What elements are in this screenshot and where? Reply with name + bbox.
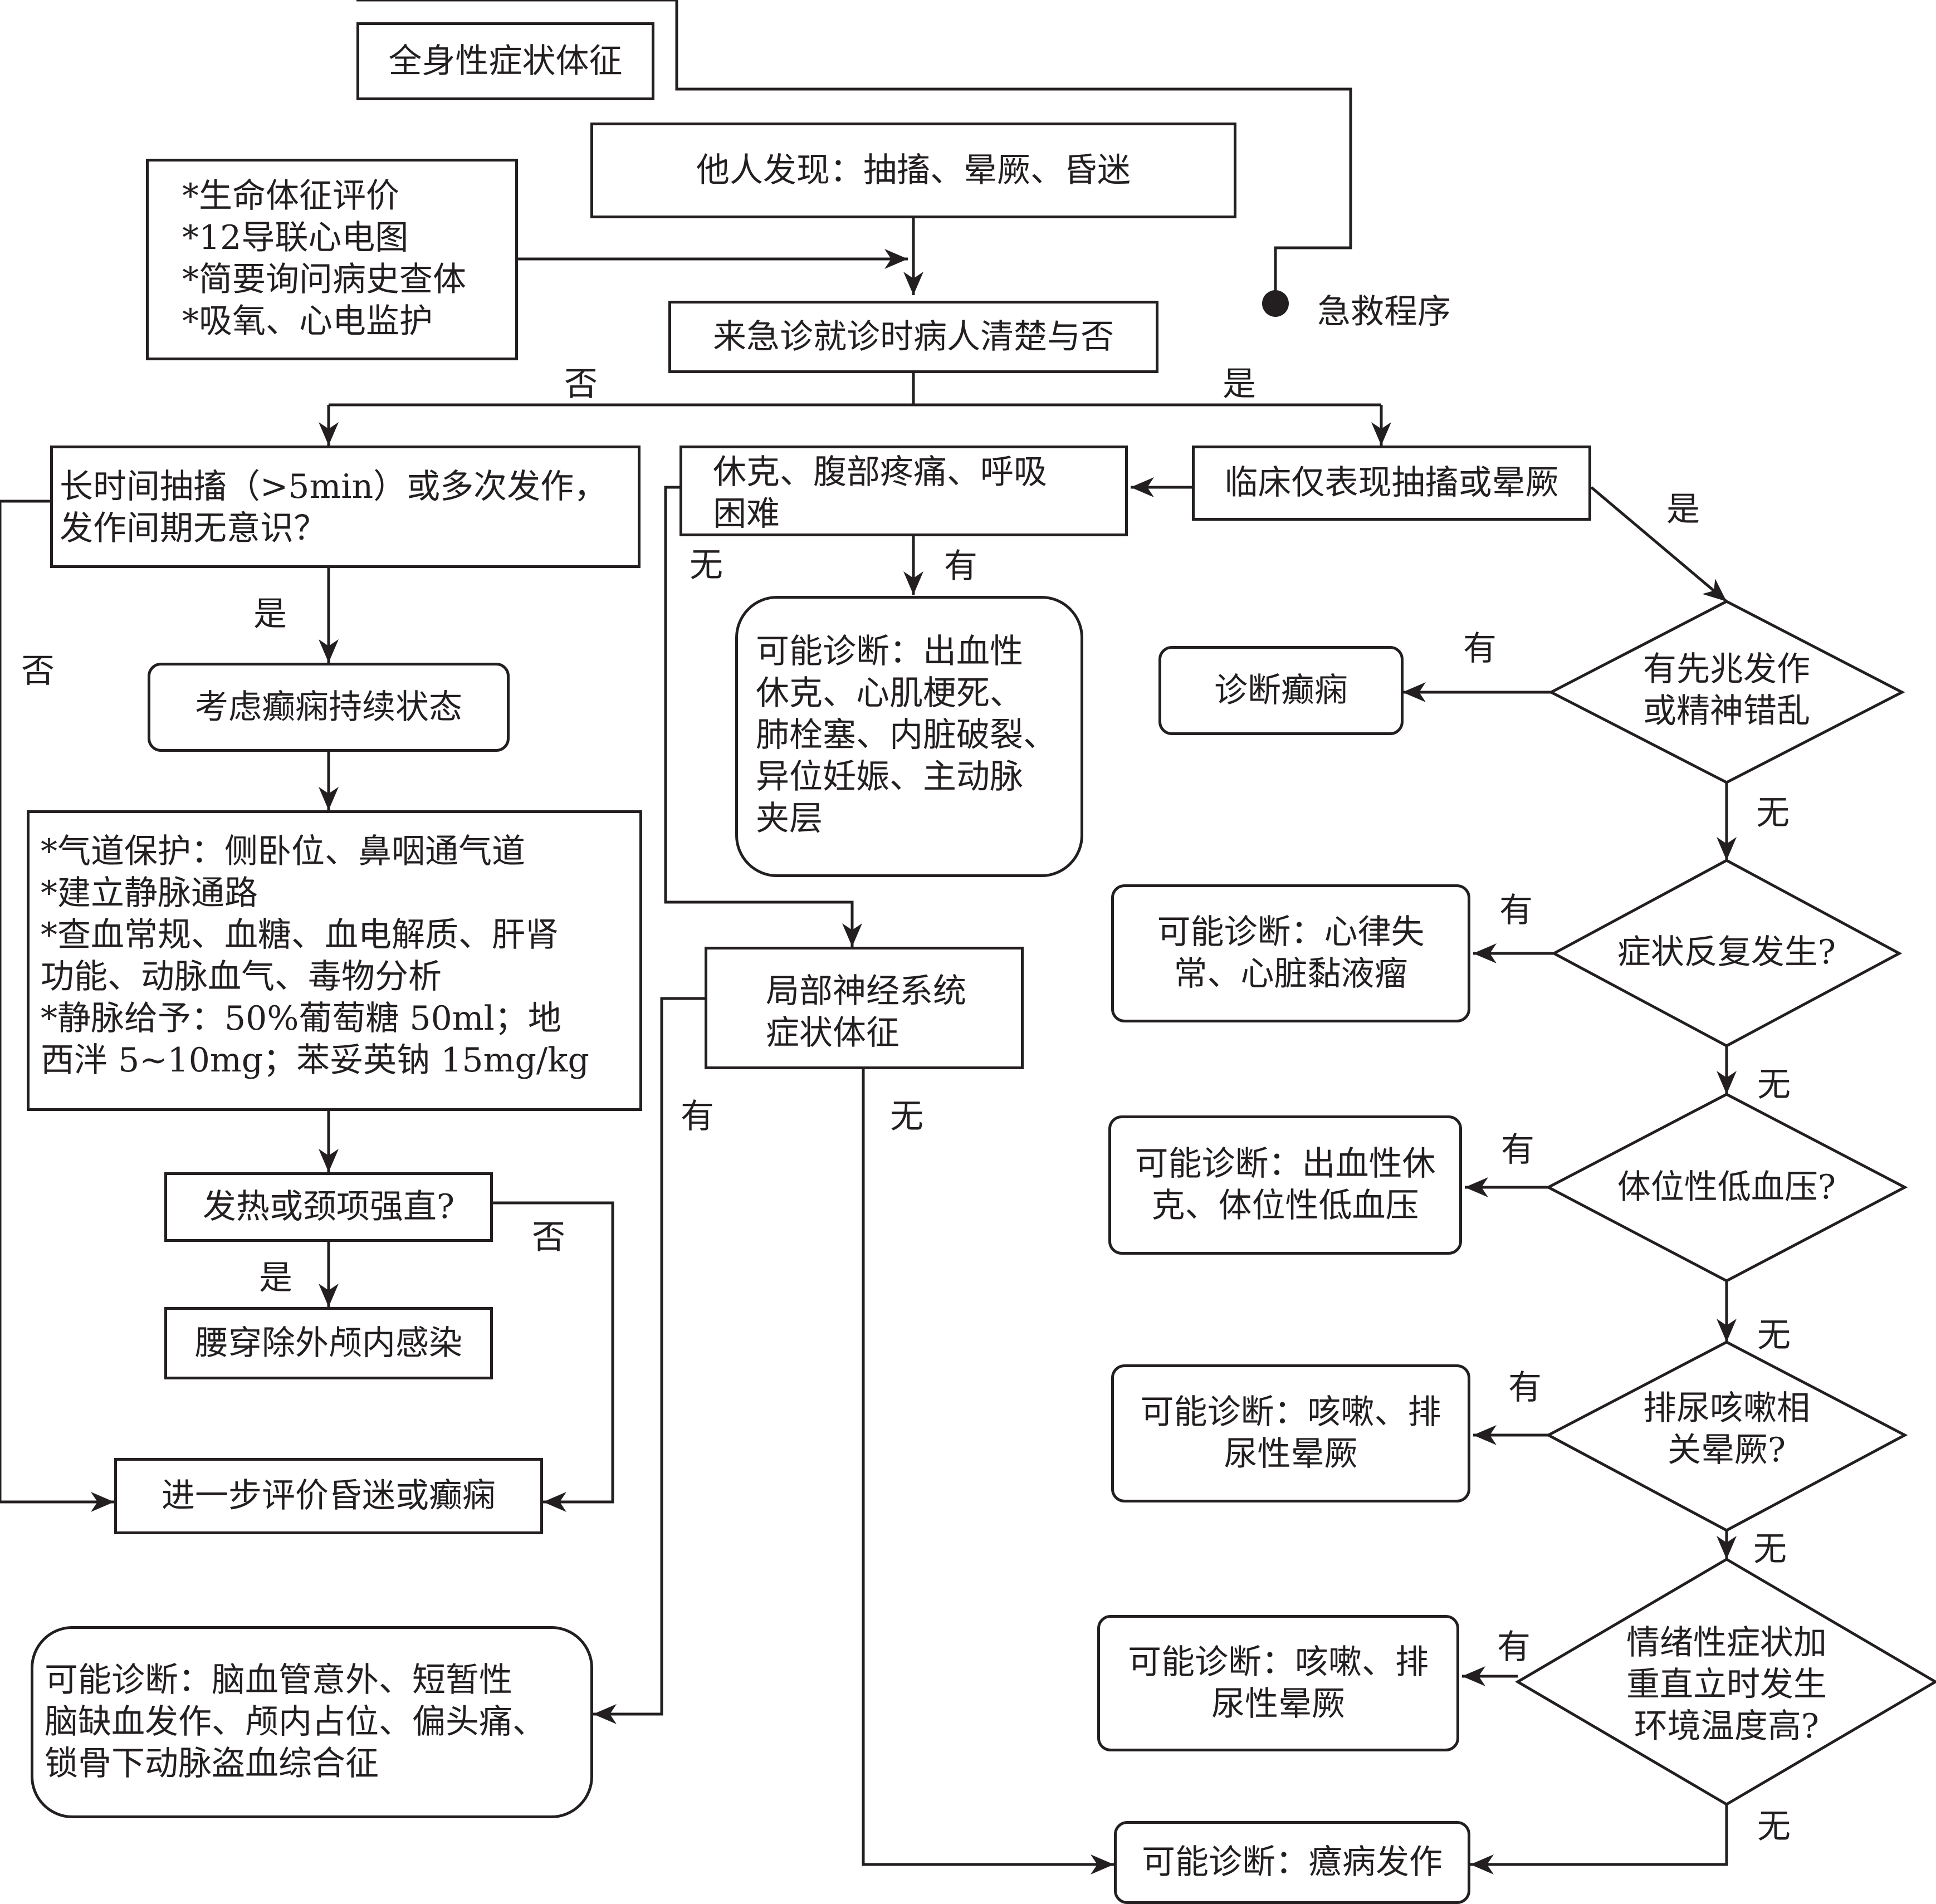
- connector-emotion-no: [1470, 1804, 1728, 1874]
- label-no-micturition: 无: [1753, 1530, 1787, 1569]
- label-no-emotion: 无: [1757, 1807, 1791, 1846]
- fever-neck-stiffness-box: 发热或颈项强直?: [164, 1172, 493, 1242]
- repeat-symptoms-question: 症状反复发生?: [1617, 932, 1836, 972]
- connector-focal-no: [862, 1069, 1114, 1874]
- label-yes-micturition: 有: [1508, 1368, 1542, 1407]
- emotion-diamond-shape: [1515, 1558, 1936, 1806]
- label-no-long-seizure: 否: [21, 652, 55, 691]
- airway-management-box: *气道保护：侧卧位、鼻咽通气道 *建立静脉通路 *查血常规、血糖、血电解质、肝肾…: [27, 810, 642, 1111]
- dx-hemorrhagic-shock-box: 可能诊断：出血性 休克、心肌梗死、 肺栓塞、内脏破裂、 异位妊娠、主动脉 夹层: [735, 596, 1083, 877]
- label-no-fever: 否: [532, 1218, 565, 1257]
- label-yes-focal: 有: [681, 1097, 714, 1136]
- connector-emergency: [356, 0, 1352, 298]
- orthostatic-hypotension-question: 体位性低血压?: [1617, 1167, 1836, 1207]
- emotional-trigger-question: 情绪性症状加 重直立时发生 环境温度高?: [1626, 1623, 1827, 1746]
- witness-finding-box: 他人发现：抽搐、晕厥、昏迷: [590, 123, 1236, 218]
- label-no-top: 否: [564, 365, 598, 404]
- consciousness-check-box: 来急诊就诊时病人清楚与否: [668, 301, 1158, 373]
- label-no-shock: 无: [690, 546, 723, 585]
- label-yes-fever: 是: [259, 1259, 292, 1298]
- dx-epilepsy-box: 诊断癫痫: [1158, 646, 1404, 735]
- connector-fever-no: [493, 1201, 614, 1512]
- repeat-diamond-shape: [1551, 859, 1903, 1048]
- dx-cough-micturition-box-1: 可能诊断：咳嗽、排 尿性晕厥: [1111, 1364, 1470, 1502]
- dx-arrhythmia-box: 可能诊断：心律失 常、心脏黏液瘤: [1111, 884, 1470, 1022]
- focal-neuro-signs-box: 局部神经系统 症状体征: [705, 947, 1024, 1069]
- label-no-posture: 无: [1757, 1316, 1791, 1355]
- emergency-procedure-label: 急救程序: [1317, 292, 1451, 331]
- dx-cough-micturition-box-2: 可能诊断：咳嗽、排 尿性晕厥: [1097, 1615, 1459, 1751]
- posture-diamond-shape: [1545, 1093, 1908, 1283]
- further-evaluation-box: 进一步评价昏迷或癫痫: [114, 1458, 543, 1534]
- aura-confusion-question: 有先兆发作 或精神错乱: [1643, 650, 1810, 731]
- label-no-aura: 无: [1756, 794, 1790, 833]
- dx-cerebrovascular-box: 可能诊断：脑血管意外、短暂性 脑缺血发作、颅内占位、偏头痛、 锁骨下动脉盗血综合…: [31, 1626, 593, 1818]
- label-yes-repeat: 有: [1499, 891, 1533, 930]
- lumbar-puncture-box: 腰穿除外颅内感染: [164, 1307, 493, 1379]
- mict-diamond-shape: [1545, 1340, 1908, 1532]
- label-no-repeat: 无: [1757, 1065, 1791, 1104]
- label-yes-posture: 有: [1501, 1130, 1534, 1169]
- long-seizure-question-box: 长时间抽搐（>5min）或多次发作， 发作间期无意识？: [50, 446, 641, 568]
- dx-orthostatic-box: 可能诊断：出血性休 克、体位性低血压: [1108, 1115, 1462, 1255]
- label-yes-long-seizure: 是: [253, 595, 287, 634]
- dx-hysteria-box: 可能诊断：癔病发作: [1114, 1821, 1470, 1904]
- label-yes-aura: 有: [1463, 629, 1497, 668]
- emergency-dot: [1262, 290, 1289, 317]
- aura-diamond-shape: [1548, 600, 1905, 784]
- connector-shock-no: [664, 486, 862, 947]
- systemic-symptoms-box: 全身性症状体征: [356, 22, 654, 100]
- clinical-seizure-syncope-box: 临床仅表现抽搐或晕厥: [1192, 446, 1591, 521]
- label-yes-top: 是: [1223, 365, 1256, 404]
- connector-clinical-yes: [1590, 486, 1728, 603]
- shock-pain-dyspnea-box: 休克、腹部疼痛、呼吸 困难: [679, 446, 1128, 536]
- connector-long-no: [0, 500, 114, 1512]
- label-yes-shock: 有: [944, 547, 977, 586]
- label-no-focal: 无: [890, 1097, 923, 1136]
- connector-focal-yes: [593, 997, 705, 1724]
- initial-assessment-box: *生命体征评价 *12导联心电图 *简要询问病史查体 *吸氧、心电监护: [146, 159, 518, 360]
- label-yes-clinical: 是: [1666, 490, 1700, 529]
- label-yes-emotion: 有: [1497, 1628, 1531, 1667]
- status-epilepticus-box: 考虑癫痫持续状态: [148, 663, 510, 752]
- micturition-cough-question: 排尿咳嗽相 关晕厥?: [1643, 1389, 1810, 1470]
